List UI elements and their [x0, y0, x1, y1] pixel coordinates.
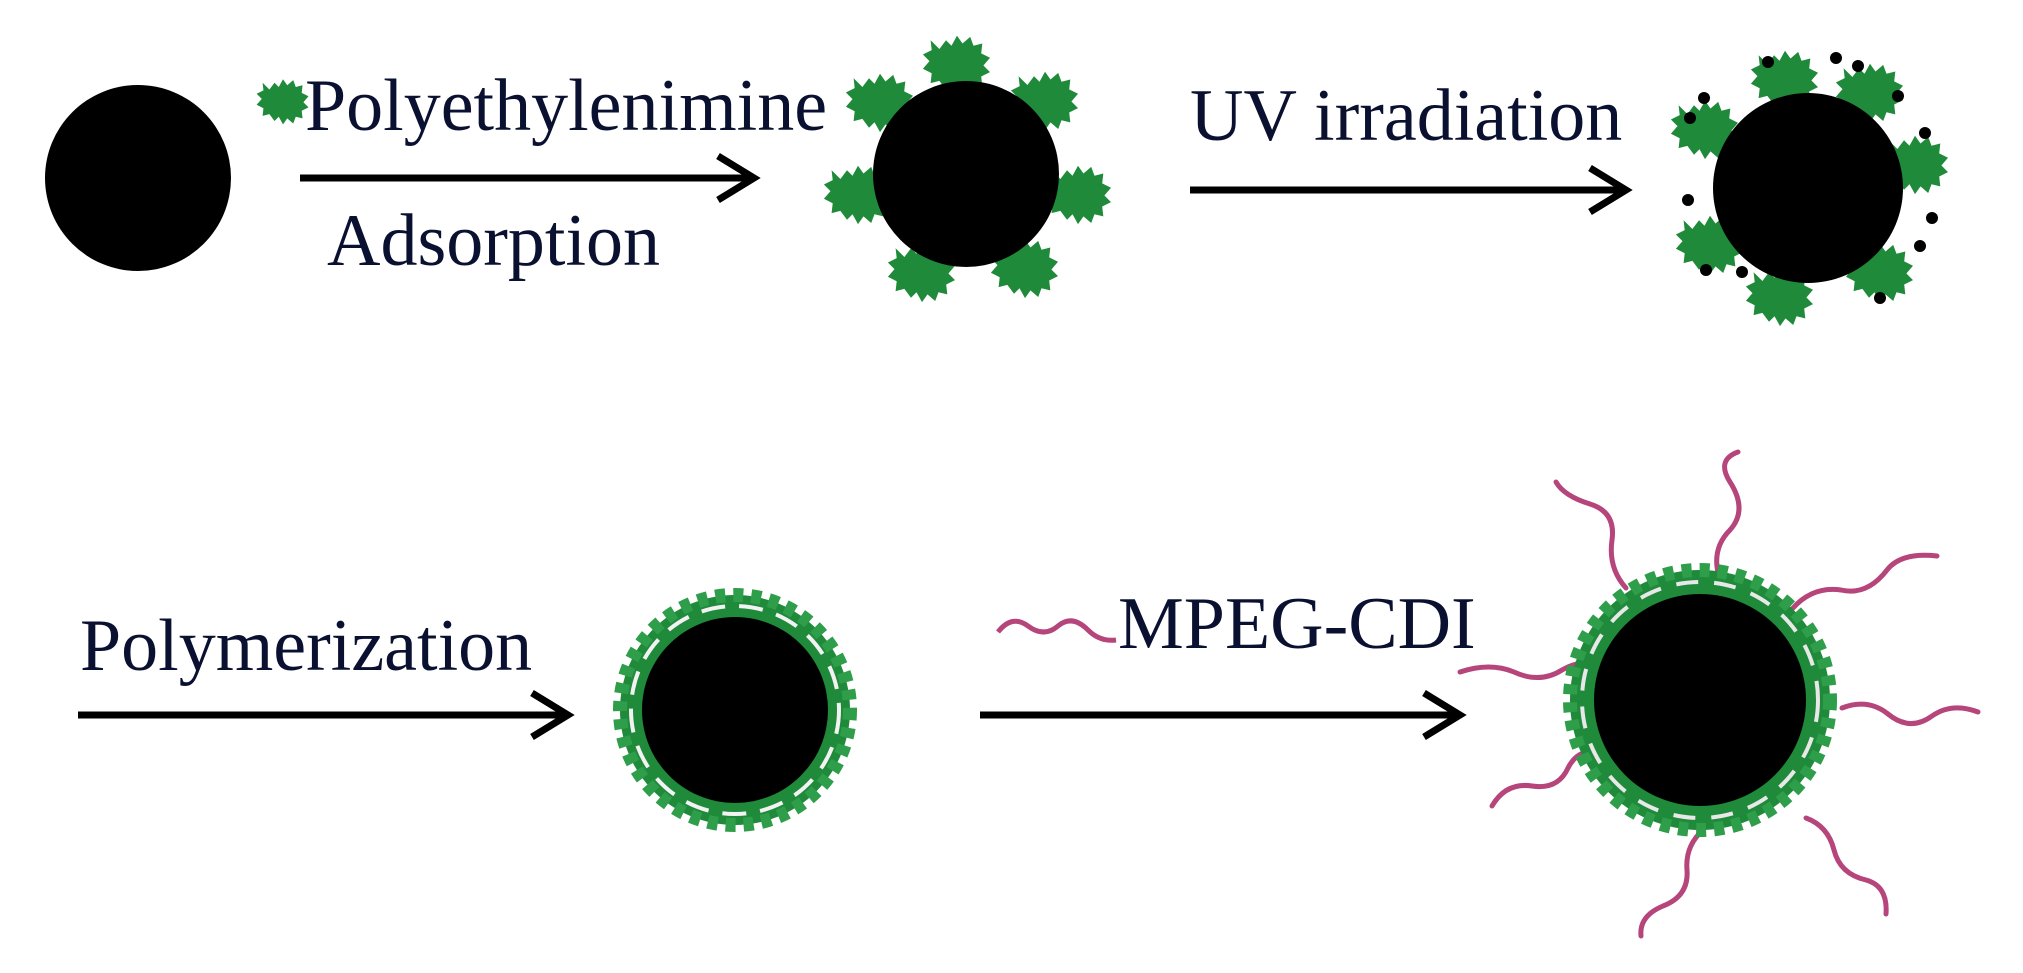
label-polyethylenimine: Polyethylenimine	[305, 65, 827, 147]
label-adsorption: Adsorption	[327, 200, 660, 282]
arrow-uv	[1190, 165, 1633, 215]
mpeg-chain-icon	[996, 618, 1117, 643]
label-uv-irradiation: UV irradiation	[1190, 75, 1622, 157]
arrow-adsorption	[300, 153, 761, 203]
arrow-polymerization	[78, 690, 575, 740]
mpeg-grafted-particle	[1457, 449, 1981, 939]
pei-adsorbed-particle	[823, 35, 1111, 303]
pei-molecule-icon	[256, 79, 309, 125]
label-polymerization: Polymerization	[80, 605, 532, 687]
arrow-mpeg	[980, 690, 1467, 740]
polymerized-shell-particle	[613, 588, 857, 832]
label-mpeg-cdi: MPEG-CDI	[1118, 583, 1476, 665]
bare-particle	[45, 85, 231, 271]
uv-activated-particle	[1670, 50, 1948, 327]
